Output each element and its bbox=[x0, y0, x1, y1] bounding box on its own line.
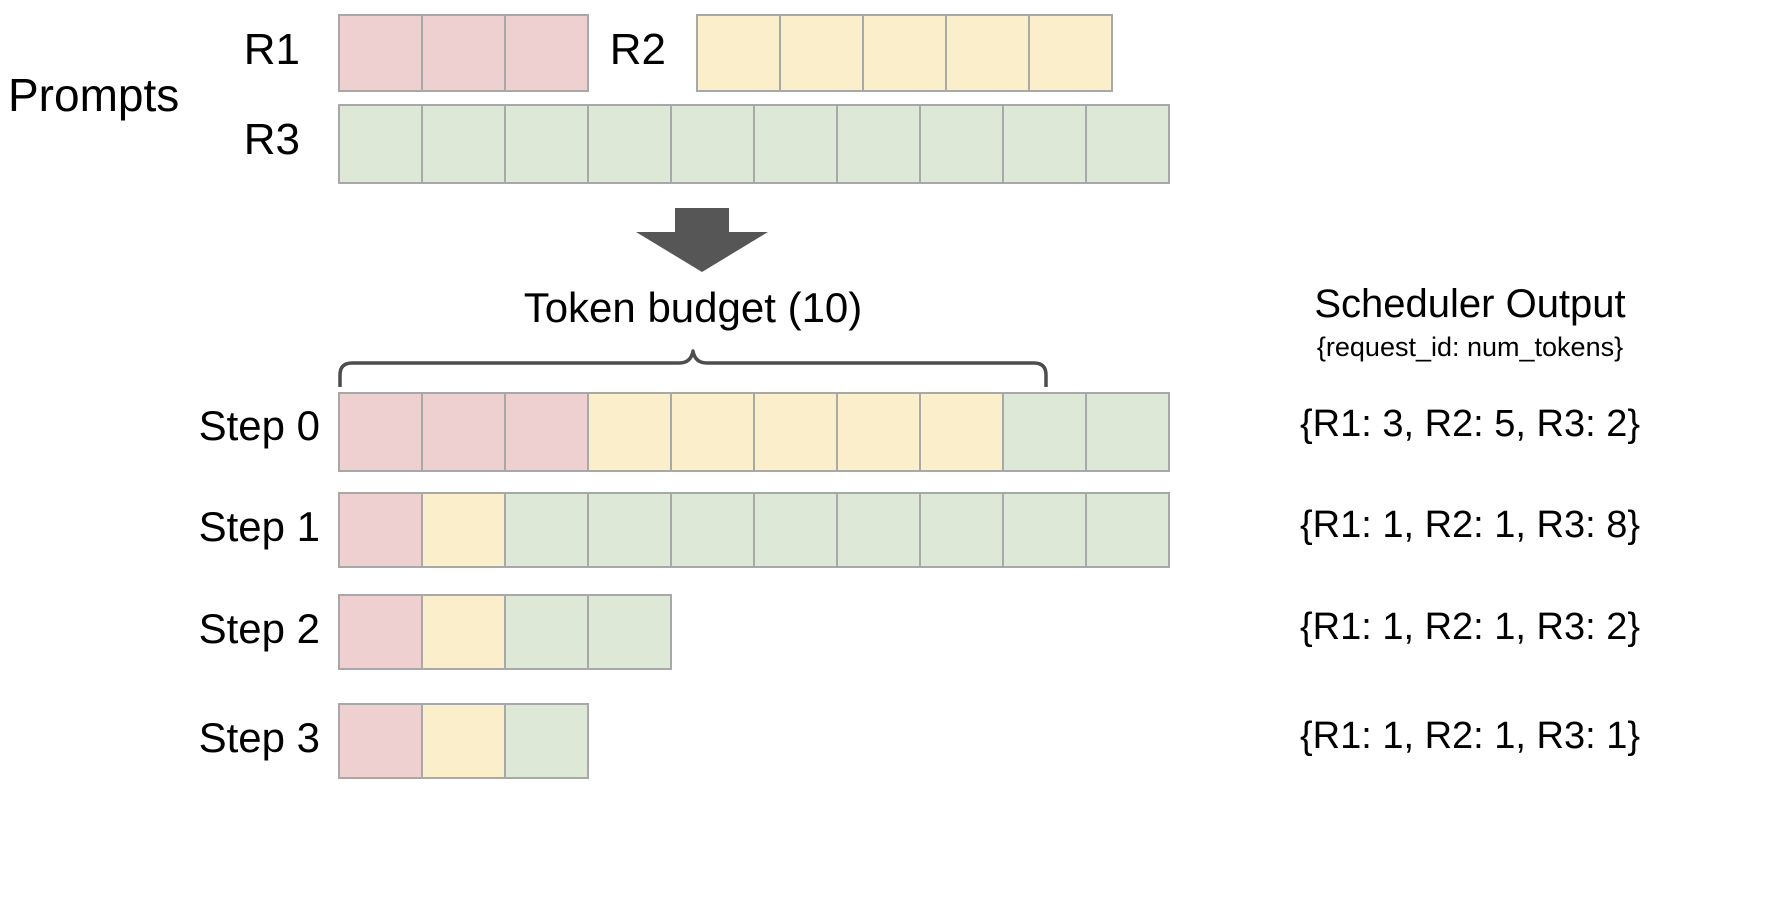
step-label-2: Step 2 bbox=[198, 605, 320, 652]
step-0-token-cell-r1 bbox=[421, 392, 506, 472]
step-label-1: Step 1 bbox=[198, 503, 320, 550]
step-0-token-cell-r2 bbox=[836, 392, 921, 472]
step-0-token-cell-r1 bbox=[504, 392, 589, 472]
prompt-label-r2: R2 bbox=[609, 25, 666, 74]
prompt-token-cell-r2 bbox=[696, 14, 781, 92]
step-1-token-cell-r2 bbox=[421, 492, 506, 568]
prompt-token-cell-r2 bbox=[1028, 14, 1113, 92]
prompt-token-cell-r3 bbox=[1002, 104, 1087, 184]
prompt-token-cell-r3 bbox=[504, 104, 589, 184]
scheduler-output-step-1: {R1: 1, R2: 1, R3: 8} bbox=[1299, 504, 1641, 546]
step-0-token-cell-r2 bbox=[919, 392, 1004, 472]
step-3-token-cell-r3 bbox=[504, 703, 589, 779]
step-label-0: Step 0 bbox=[198, 402, 320, 449]
prompt-token-cell-r2 bbox=[779, 14, 864, 92]
step-strip-2 bbox=[338, 594, 672, 670]
prompts-label: Prompts bbox=[8, 69, 180, 121]
scheduler-output-title: Scheduler Output bbox=[1314, 282, 1626, 326]
step-strip-0 bbox=[338, 392, 1170, 472]
scheduler-output-step-0: {R1: 3, R2: 5, R3: 2} bbox=[1299, 403, 1641, 445]
step-1-token-cell-r3 bbox=[587, 492, 672, 568]
token-budget-title: Token budget (10) bbox=[523, 284, 863, 331]
step-1-token-cell-r3 bbox=[919, 492, 1004, 568]
down-arrow-icon bbox=[636, 208, 768, 277]
step-0-token-cell-r3 bbox=[1085, 392, 1170, 472]
prompt-token-cell-r3 bbox=[421, 104, 506, 184]
scheduler-output-subtitle: {request_id: num_tokens} bbox=[1316, 332, 1624, 362]
prompt-token-cell-r3 bbox=[1085, 104, 1170, 184]
prompt-token-cell-r3 bbox=[753, 104, 838, 184]
step-3-token-cell-r2 bbox=[421, 703, 506, 779]
step-1-token-cell-r3 bbox=[1002, 492, 1087, 568]
step-1-token-cell-r3 bbox=[504, 492, 589, 568]
step-1-token-cell-r1 bbox=[338, 492, 423, 568]
scheduler-output-step-2: {R1: 1, R2: 1, R3: 2} bbox=[1299, 606, 1641, 648]
step-1-token-cell-r3 bbox=[836, 492, 921, 568]
prompt-token-cell-r3 bbox=[836, 104, 921, 184]
step-strip-3 bbox=[338, 703, 589, 779]
curly-brace-icon bbox=[338, 345, 1048, 392]
prompt-token-cell-r2 bbox=[862, 14, 947, 92]
prompt-token-cell-r2 bbox=[945, 14, 1030, 92]
prompt-label-r3: R3 bbox=[243, 115, 300, 164]
step-1-token-cell-r3 bbox=[1085, 492, 1170, 568]
step-label-3: Step 3 bbox=[198, 714, 320, 761]
prompt-token-cell-r1 bbox=[338, 14, 423, 92]
step-0-token-cell-r2 bbox=[753, 392, 838, 472]
step-2-token-cell-r1 bbox=[338, 594, 423, 670]
prompt-token-cell-r3 bbox=[587, 104, 672, 184]
step-0-token-cell-r3 bbox=[1002, 392, 1087, 472]
step-3-token-cell-r1 bbox=[338, 703, 423, 779]
step-strip-1 bbox=[338, 492, 1170, 568]
prompt-strip-r2 bbox=[696, 14, 1113, 92]
step-1-token-cell-r3 bbox=[753, 492, 838, 568]
prompt-strip-r1 bbox=[338, 14, 589, 92]
prompt-label-r1: R1 bbox=[243, 25, 300, 74]
step-0-token-cell-r2 bbox=[587, 392, 672, 472]
step-2-token-cell-r3 bbox=[587, 594, 672, 670]
step-2-token-cell-r2 bbox=[421, 594, 506, 670]
prompt-token-cell-r3 bbox=[919, 104, 1004, 184]
step-0-token-cell-r2 bbox=[670, 392, 755, 472]
step-0-token-cell-r1 bbox=[338, 392, 423, 472]
prompt-token-cell-r1 bbox=[504, 14, 589, 92]
step-1-token-cell-r3 bbox=[670, 492, 755, 568]
prompt-token-cell-r3 bbox=[670, 104, 755, 184]
prompt-strip-r3 bbox=[338, 104, 1170, 184]
step-2-token-cell-r3 bbox=[504, 594, 589, 670]
prompt-token-cell-r1 bbox=[421, 14, 506, 92]
scheduler-output-step-3: {R1: 1, R2: 1, R3: 1} bbox=[1299, 715, 1641, 757]
prompt-token-cell-r3 bbox=[338, 104, 423, 184]
